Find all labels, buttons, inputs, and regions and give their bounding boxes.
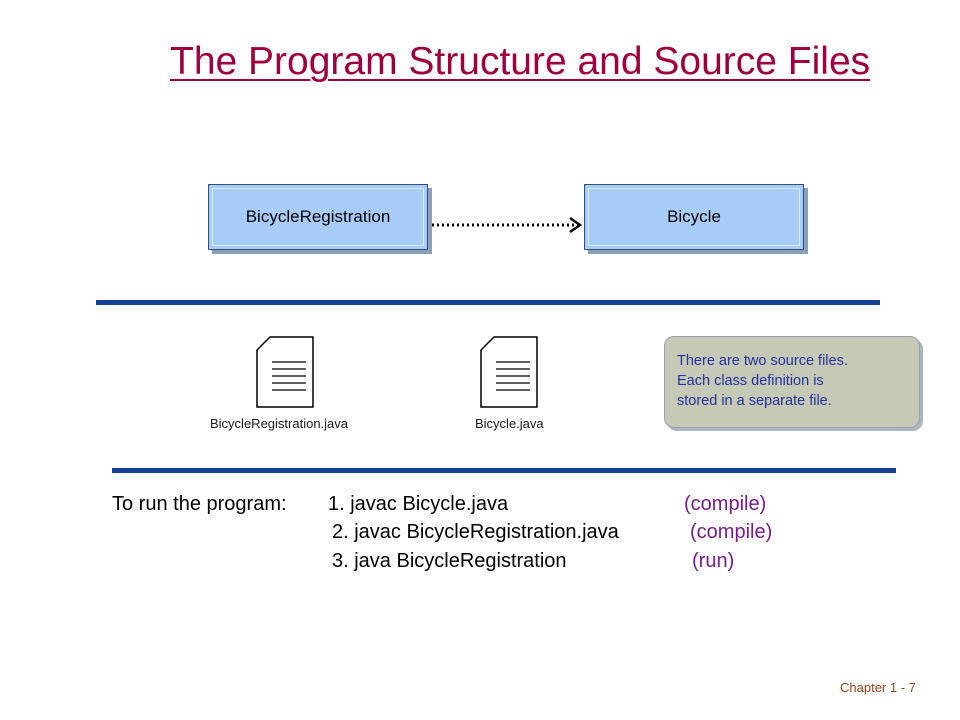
step-note: (compile) (690, 521, 773, 543)
divider-top (96, 300, 880, 305)
instructions-lead: To run the program: (112, 493, 287, 515)
document-icon (480, 336, 538, 408)
file-label-bicycle: Bicycle.java (475, 416, 544, 431)
file-label-bicycle-registration: BicycleRegistration.java (210, 416, 349, 431)
step-note: (compile) (684, 493, 767, 515)
class-box-bicycle-registration: BicycleRegistration (208, 184, 428, 250)
callout-line: stored in a separate file. (677, 393, 832, 409)
step-command: 1. javac Bicycle.java (328, 493, 509, 515)
step-command: 3. java BicycleRegistration (332, 550, 567, 572)
callout-note: There are two source files. Each class d… (664, 336, 920, 428)
divider-bottom (112, 468, 896, 473)
step-command: 2. javac BicycleRegistration.java (332, 521, 619, 543)
callout-line: There are two source files. (677, 353, 848, 369)
slide-footer: Chapter 1 - 7 (840, 680, 916, 695)
step-note: (run) (692, 550, 735, 572)
class-name-bicycle: Bicycle (667, 207, 721, 226)
dependency-arrow (432, 216, 583, 234)
slide-title: The Program Structure and Source Files (170, 40, 871, 83)
class-box-bicycle: Bicycle (584, 184, 804, 250)
document-icon (256, 336, 314, 408)
class-name-bicycle-registration: BicycleRegistration (245, 207, 391, 226)
callout-line: Each class definition is (677, 373, 824, 389)
